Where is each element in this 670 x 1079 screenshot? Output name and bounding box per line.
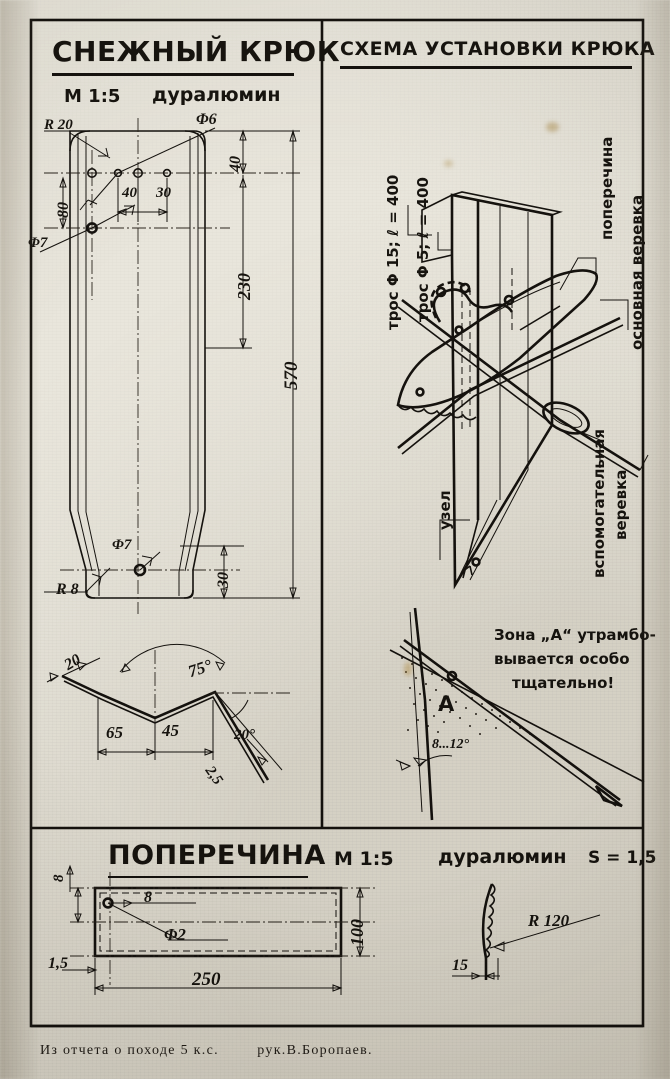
crossbar-material: дуралюмин	[438, 846, 567, 868]
label-aux-rope-line2: веревка	[612, 469, 630, 540]
hook-material: дуралюмин	[152, 84, 281, 106]
dim-crossbar-edge-left: 1,5	[48, 955, 68, 972]
scheme-panel-title: СХЕМА УСТАНОВКИ КРЮКА	[340, 38, 656, 60]
label-main-rope: основная веревка	[628, 194, 646, 350]
label-crossbar: поперечина	[598, 136, 616, 240]
dim-crossbar-hole-dia: Φ2	[164, 925, 186, 944]
dim-crossbar-height: 100	[347, 919, 367, 946]
soil-note-line2: вывается особо	[494, 650, 630, 668]
dim-r8: R 8	[56, 581, 79, 598]
crossbar-title-underline	[108, 876, 308, 878]
soil-note-line3: тщательно!	[512, 674, 615, 692]
dim-230	[205, 175, 252, 350]
dim-phi7-bottom: Φ7	[112, 537, 132, 553]
dim-crossbar-edge-top: 8	[51, 874, 67, 883]
dim-phi6: Φ6	[196, 111, 217, 128]
dim-230: 230	[234, 273, 254, 300]
sheet-footer: Из отчета о походе 5 к.с. рук.В.Боропаев…	[40, 1043, 373, 1058]
dim-spacing-30: 30	[156, 185, 171, 201]
dim-8-edge	[66, 864, 82, 924]
label-aux-rope-line1: вспомогательная	[590, 428, 608, 578]
dim-30-bottom: 30	[215, 572, 232, 588]
dim-40-top: 40	[227, 156, 244, 172]
dim-crossbar-hole-offset: 8	[144, 889, 152, 906]
dim-crossbar-length: 250	[192, 969, 221, 990]
dim-spacing-40: 40	[122, 185, 137, 201]
dim-phi7-side: Φ7	[28, 235, 48, 251]
hook-scale: М 1:5	[64, 86, 121, 107]
dim-80: 80	[55, 202, 72, 218]
dim-profile-radius: R 120	[528, 911, 570, 930]
label-cable-5: трос Φ 5; ℓ = 400	[414, 177, 432, 322]
label-cable-15: трос Φ 15; ℓ = 400	[384, 174, 402, 330]
crossbar-panel-title: ПОПЕРЕЧИНА	[108, 840, 326, 871]
zone-a-letter: А	[438, 692, 455, 716]
dim-40-top	[205, 129, 300, 175]
dim-section-65: 65	[106, 723, 123, 742]
dim-30-bottom	[180, 544, 244, 600]
hook-panel-title: СНЕЖНЫЙ КРЮК	[52, 35, 341, 68]
dim-profile-width: 15	[452, 957, 468, 974]
dim-section-45: 45	[162, 721, 179, 740]
soil-angle: 8...12°	[432, 737, 470, 752]
crossbar-thickness: S = 1,5	[588, 848, 657, 868]
hook-title-underline	[52, 73, 294, 76]
crossbar-view	[62, 864, 601, 995]
dim-r20: R 20	[44, 117, 73, 133]
soil-note-line1: Зона „А“ утрамбо-	[494, 626, 656, 644]
label-knot: узел	[436, 490, 454, 530]
dim-section-20deg: 20°	[234, 727, 255, 743]
scheme-title-underline	[340, 66, 632, 69]
crossbar-scale: М 1:5	[334, 848, 394, 870]
dim-570: 570	[281, 361, 302, 391]
